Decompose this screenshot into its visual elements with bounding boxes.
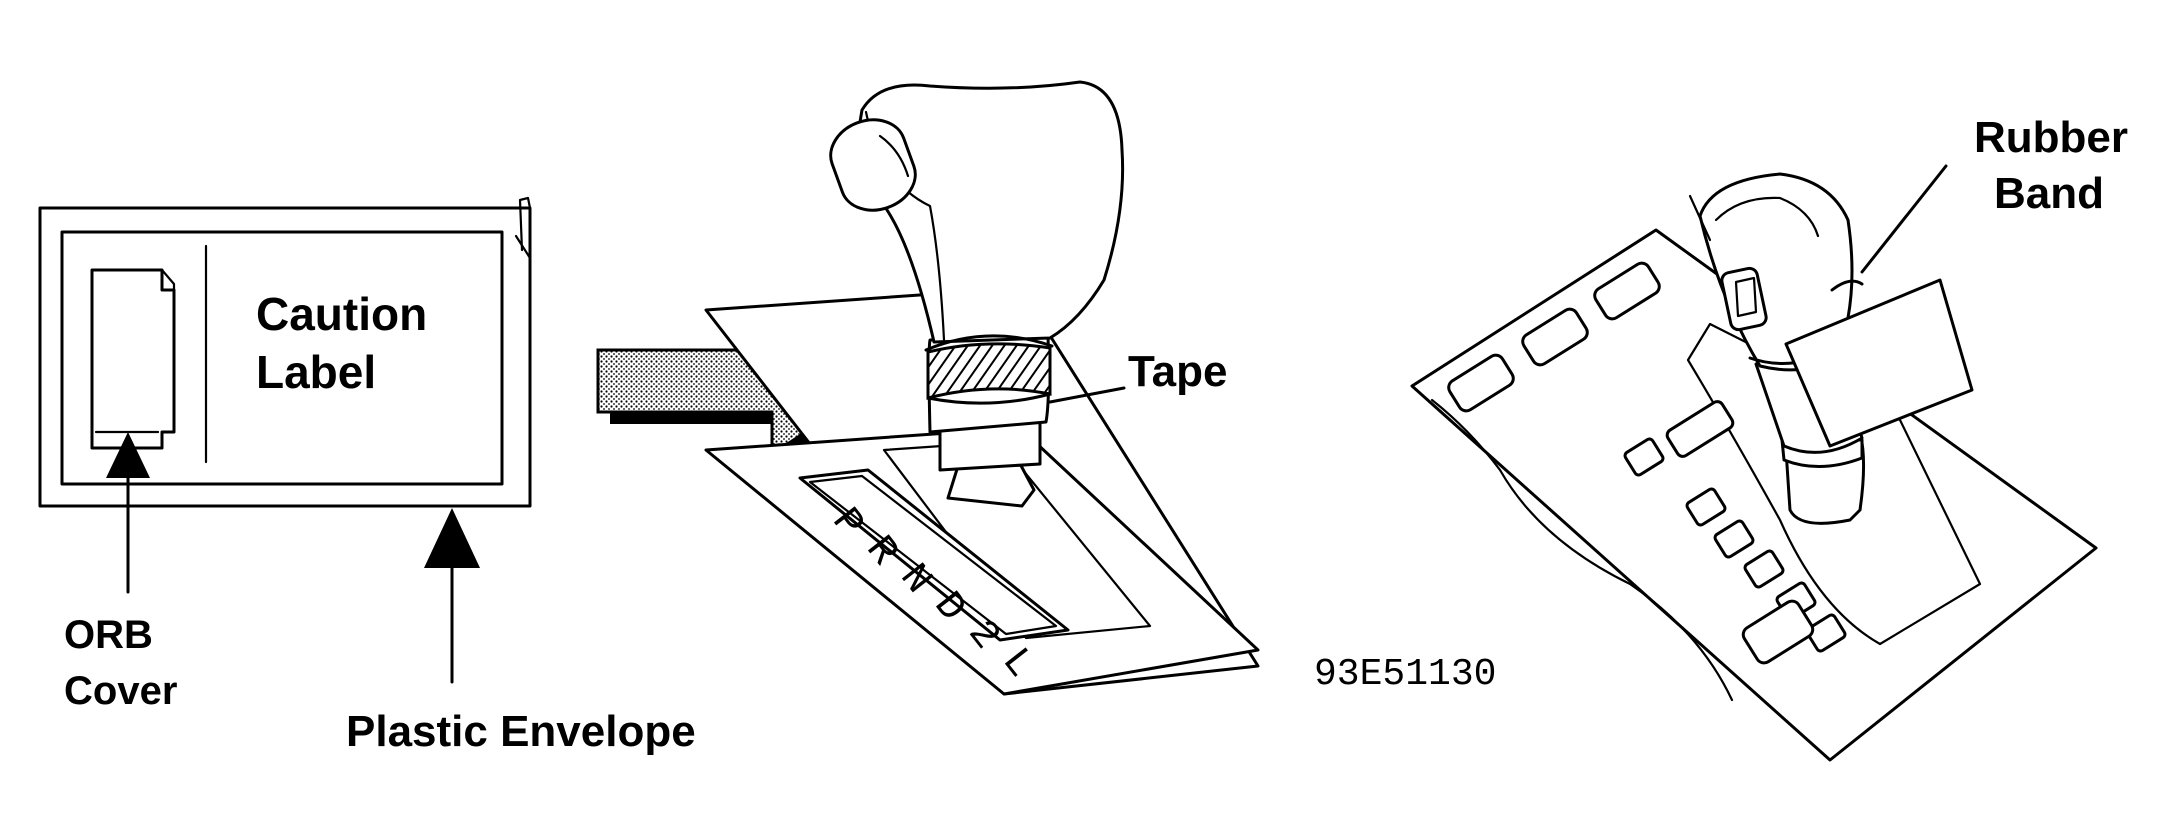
orb-cover [90, 268, 176, 450]
rubber-label-line1: Rubber [1974, 113, 2128, 162]
console-gate-outline [1686, 322, 1982, 646]
orb-label-line1: ORB [64, 613, 153, 657]
caution-label-text-line2: Label [256, 346, 376, 398]
plastic-envelope-arrow [424, 508, 480, 684]
console-buttons [1447, 261, 1847, 665]
plastic-envelope-outline [38, 206, 532, 508]
figure-code: 93E51130 [1314, 653, 1496, 696]
rubber-label-line2: Band [1994, 169, 2104, 218]
console-outer-edge [1410, 228, 2098, 762]
orb-label-line2: Cover [64, 669, 177, 713]
caution-label-text-line1: Caution [256, 288, 427, 340]
orb-cover-arrow [106, 432, 150, 594]
caution-tag-on-lever [1784, 278, 1974, 448]
tape-label: Tape [1128, 347, 1227, 396]
plastic-envelope-figure: Caution Label ORB Cover Plastic Envelope [38, 196, 696, 756]
envelope-flap-edge [514, 234, 532, 260]
tape-leader-line [1048, 386, 1126, 404]
plastic-envelope-label: Plastic Envelope [346, 707, 696, 756]
caution-label-sheet [60, 230, 504, 486]
envelope-corner-flap [518, 196, 532, 252]
rubber-band [1830, 279, 1864, 292]
tape-wrap [924, 334, 1054, 405]
console-bevel-curve [1430, 398, 1734, 702]
shift-knob [829, 80, 1125, 508]
shift-lever-rubber-band-figure: Rubber Band [1410, 113, 2128, 762]
shift-lever-tape-figure: P R N D 2 L Tape [596, 80, 1260, 696]
rubber-band-leader-line [1860, 164, 1948, 274]
